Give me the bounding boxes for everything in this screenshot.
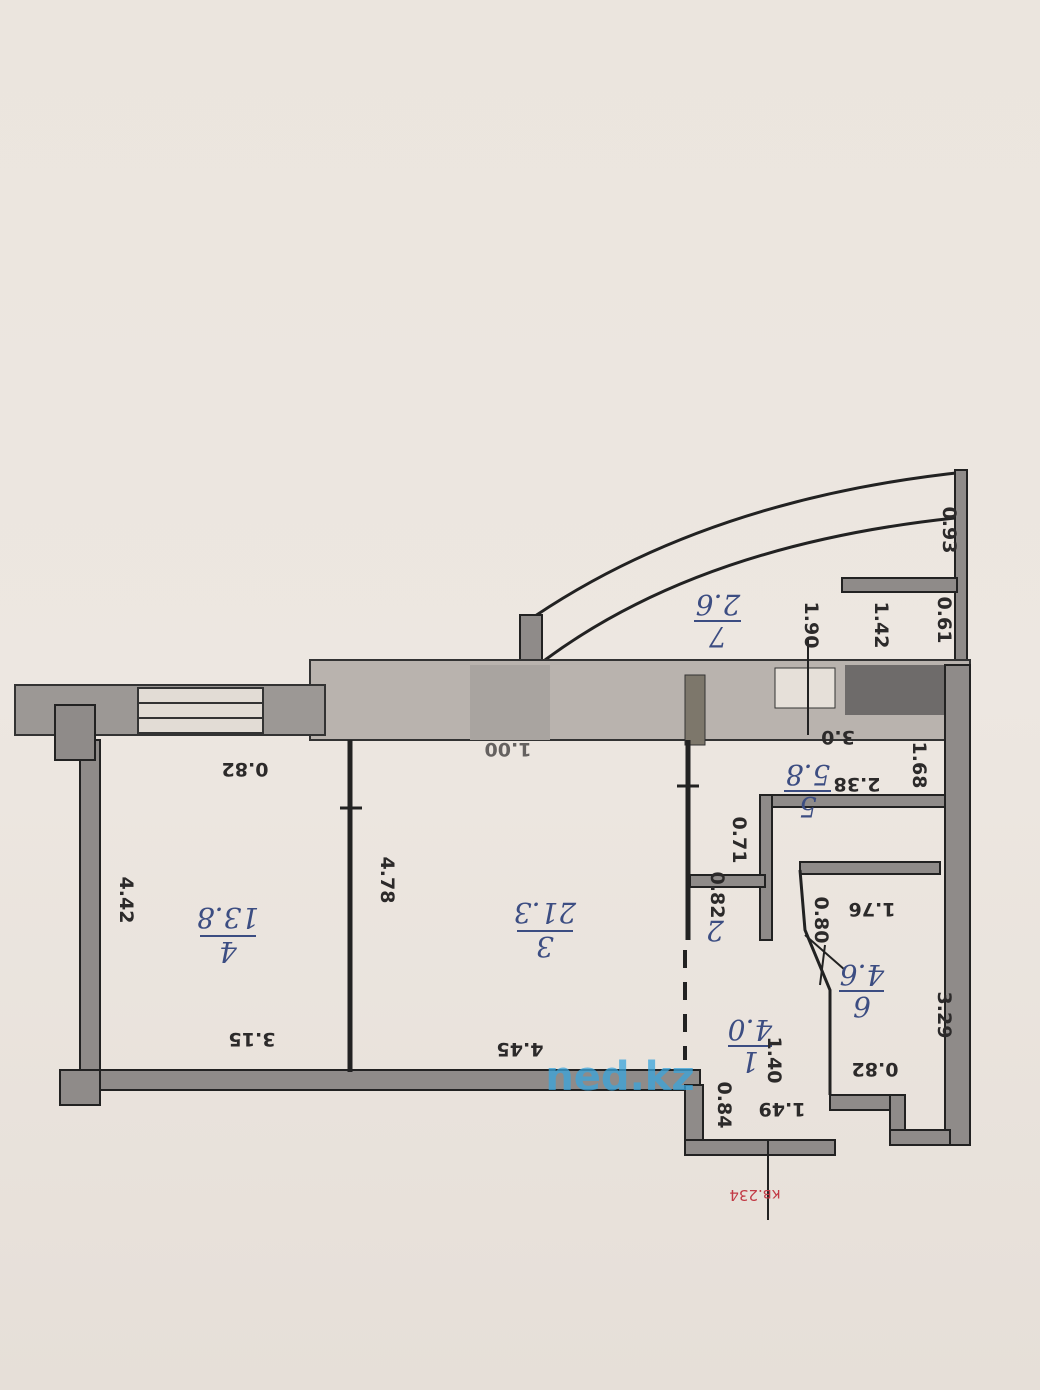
dimension: 0.82 bbox=[852, 1058, 899, 1080]
dimension: 0.82 bbox=[706, 872, 728, 919]
room-number: 3 bbox=[536, 930, 554, 963]
room-area: 4.0 bbox=[728, 1013, 774, 1046]
dimension: 1.90 bbox=[800, 602, 822, 649]
room-4-label: 4 13.8 bbox=[197, 901, 259, 968]
dimension: 0.71 bbox=[728, 817, 750, 864]
watermark: ned.kz bbox=[545, 1054, 694, 1100]
dimension: 0.80 bbox=[810, 897, 832, 944]
room-7-label: 7 2.6 bbox=[694, 588, 741, 653]
room-area: 21.3 bbox=[514, 896, 577, 929]
room-number: 6 bbox=[853, 990, 871, 1023]
dimension: 0.61 bbox=[933, 597, 955, 644]
room-3-label: 3 21.3 bbox=[514, 896, 577, 963]
room-number: 7 bbox=[709, 620, 727, 653]
room-5-label: 5 5.8 bbox=[784, 758, 831, 823]
dimension: 1.68 bbox=[908, 742, 930, 789]
dimension: 4.45 bbox=[497, 1038, 544, 1060]
door-leaf bbox=[684, 674, 706, 746]
dimension: 2.38 bbox=[834, 773, 881, 795]
loggia-walls bbox=[519, 469, 968, 666]
dimension-labels: 0.93 1.42 0.61 1.90 1.00 0.82 3.0 1.68 2… bbox=[115, 507, 960, 1129]
room-number: 1 bbox=[741, 1045, 759, 1078]
dimension: 1.00 bbox=[485, 738, 532, 760]
dimension: 1.76 bbox=[849, 898, 896, 920]
apartment-number-label: кв.234 bbox=[729, 1186, 780, 1204]
room-area: 2.6 bbox=[696, 588, 742, 621]
dimension: 0.84 bbox=[713, 1082, 735, 1129]
dimension: 1.42 bbox=[870, 602, 892, 649]
room-area: 5.8 bbox=[786, 758, 831, 791]
dimension: 0.82 bbox=[222, 758, 269, 780]
room-area: 4.6 bbox=[840, 958, 886, 991]
dimension: 3.0 bbox=[821, 726, 855, 748]
dimension: 1.49 bbox=[759, 1098, 806, 1120]
room-labels: 4 13.8 3 21.3 5 5.8 6 4.6 1 4.0 7 2.6 bbox=[197, 588, 885, 1078]
room-area: 13.8 bbox=[197, 901, 259, 934]
dimension: 1.40 bbox=[763, 1037, 785, 1084]
room-number: 5 bbox=[799, 790, 817, 823]
radiator bbox=[137, 687, 264, 734]
room-number: 4 bbox=[219, 935, 238, 968]
dimension: 3.29 bbox=[933, 992, 955, 1039]
dimension: 0.93 bbox=[938, 507, 960, 554]
dimension: 4.42 bbox=[115, 877, 137, 924]
walls bbox=[54, 640, 971, 1220]
room-2-number: 2 bbox=[706, 914, 725, 947]
dimension: 3.15 bbox=[229, 1028, 276, 1050]
dimension: 4.78 bbox=[376, 857, 398, 904]
room-6-label: 6 4.6 bbox=[839, 958, 885, 1023]
room-1-label: 1 4.0 bbox=[728, 1013, 774, 1078]
